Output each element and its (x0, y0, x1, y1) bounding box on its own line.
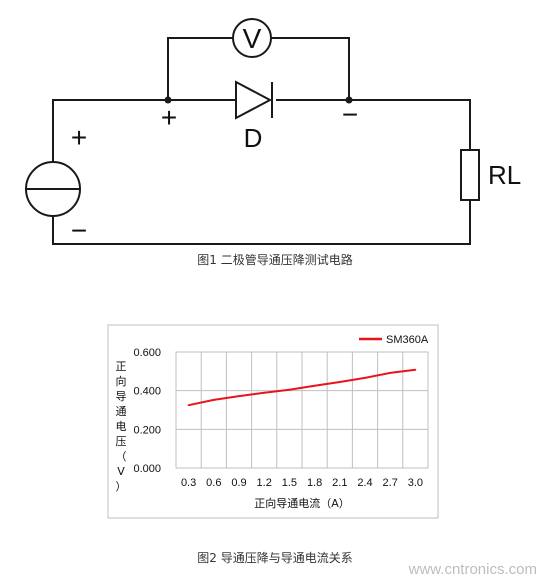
x-tick-label: 2.4 (357, 477, 372, 489)
x-ticks: 0.3 0.6 0.9 1.2 1.5 1.8 2.1 2.4 2.7 3.0 (181, 477, 423, 489)
voltmeter (232, 18, 272, 58)
y-axis-label-char: 向 (116, 374, 127, 388)
data-point (364, 377, 366, 379)
legend-label: SM360A (386, 334, 429, 346)
wire-voltmeter-branch (167, 37, 350, 100)
junction-left (164, 96, 172, 104)
data-point (313, 384, 316, 387)
circuit-diagram (25, 18, 480, 245)
x-tick-label: 0.6 (206, 477, 221, 489)
y-tick-label: 0.600 (133, 347, 161, 359)
x-tick-label: 1.2 (257, 477, 272, 489)
wire-top-right (52, 99, 471, 245)
data-point (414, 368, 417, 371)
x-tick-label: 1.5 (282, 477, 297, 489)
voltmeter-label: V (243, 23, 262, 54)
data-point (187, 404, 190, 407)
series (187, 368, 417, 407)
x-tick-label: 3.0 (408, 477, 423, 489)
series-line (188, 368, 416, 407)
y-tick-label: 0.200 (133, 424, 161, 436)
y-tick-label: 0.400 (133, 386, 161, 398)
load-label: RL (488, 160, 521, 190)
x-tick-label: 2.1 (332, 477, 347, 489)
y-axis-label-char: ） (116, 480, 127, 493)
x-tick-label: 2.7 (383, 477, 398, 489)
y-axis-label-char: 正 (116, 360, 127, 373)
y-axis-label-char: 导 (116, 390, 127, 403)
grid (176, 352, 428, 468)
plot-area (175, 351, 429, 469)
load-resistor (460, 149, 480, 201)
data-point (288, 388, 291, 391)
legend: SM360A (359, 334, 429, 346)
y-axis-label-char: V (117, 465, 125, 478)
data-point (212, 399, 215, 401)
y-tick-label: 0.000 (133, 463, 161, 475)
watermark: www.cntronics.com (408, 561, 537, 578)
figure1-caption: 图1 二极管导通压降测试电路 (197, 252, 352, 267)
diode-label: D (244, 123, 263, 153)
chart-frame (107, 324, 439, 519)
chart: 0.000 0.200 0.400 0.600 0.3 0.6 0.9 1.2 1.5 1.8 2… (107, 324, 439, 519)
source-minus-sign: − (71, 215, 87, 246)
y-axis-label-char: （ (116, 450, 127, 463)
figure2-caption: 图2 导通压降与导通电流关系 (197, 551, 352, 565)
y-ticks: 0.000 0.200 0.400 0.600 (133, 347, 161, 475)
diode-minus-sign: − (342, 99, 358, 130)
x-tick-label: 0.9 (231, 477, 246, 489)
data-point (389, 371, 392, 374)
diode-triangle (235, 80, 273, 120)
data-point (263, 391, 266, 394)
y-axis-label-char: 电 (116, 420, 127, 433)
source-plus-sign: + (71, 122, 87, 153)
x-axis-label: 正向导通电流（A） (254, 496, 350, 510)
junction-right (345, 96, 353, 104)
wire-top-left (52, 99, 236, 162)
x-tick-label: 0.3 (181, 477, 196, 489)
data-point (338, 381, 341, 383)
y-axis-label-char: 通 (116, 405, 127, 418)
diode-plus-sign: + (161, 102, 177, 133)
data-point (238, 395, 240, 397)
y-axis-label-char: 压 (116, 435, 127, 448)
x-tick-label: 1.8 (307, 477, 322, 489)
